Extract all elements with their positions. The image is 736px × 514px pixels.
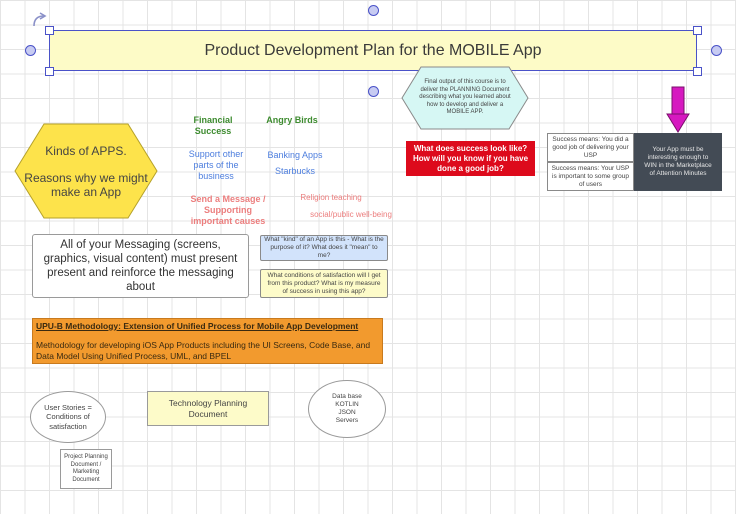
social-good-label[interactable]: social/public well-being bbox=[310, 210, 392, 219]
support-other-label[interactable]: Support other parts of the business bbox=[188, 148, 244, 181]
send-message-label[interactable]: Send a Message / Supporting important ca… bbox=[190, 193, 266, 226]
resize-handle-bl[interactable] bbox=[45, 67, 54, 76]
resize-handle-tl[interactable] bbox=[45, 26, 54, 35]
starbucks-label[interactable]: Starbucks bbox=[274, 166, 316, 176]
angry-birds-label[interactable]: Angry Birds bbox=[266, 115, 318, 125]
upu-heading: UPU-B Methodology: Extension of Unified … bbox=[36, 321, 359, 331]
final-output-text: Final output of this course is to delive… bbox=[419, 79, 511, 116]
kinds-of-apps-hexagon[interactable]: Kinds of APPS. Reasons why we might make… bbox=[14, 123, 158, 219]
interesting-app-box[interactable]: Your App must be interesting enough to W… bbox=[634, 133, 722, 191]
upu-methodology-box[interactable]: UPU-B Methodology: Extension of Unified … bbox=[32, 318, 383, 364]
success-usp-box-1[interactable]: Success means: You did a good job of del… bbox=[547, 133, 634, 162]
page-title: Product Development Plan for the MOBILE … bbox=[204, 41, 542, 59]
what-kind-note[interactable]: What "kind" of an App is this - What is … bbox=[260, 235, 388, 261]
connector-handle-bottom[interactable] bbox=[368, 86, 379, 97]
religion-teaching-label[interactable]: Religion teaching bbox=[300, 193, 362, 202]
hexagon-heading: Kinds of APPS. bbox=[45, 143, 127, 158]
project-planning-box[interactable]: Project Planning Document / Marketing Do… bbox=[60, 449, 112, 489]
banking-apps-label[interactable]: Banking Apps bbox=[267, 150, 323, 160]
upu-body: Methodology for developing iOS App Produ… bbox=[36, 340, 371, 361]
connector-handle-left[interactable] bbox=[25, 45, 36, 56]
connector-handle-top[interactable] bbox=[368, 5, 379, 16]
success-question-box[interactable]: What does success look like? How will yo… bbox=[406, 141, 535, 176]
undo-arrow-icon[interactable] bbox=[30, 10, 50, 30]
conditions-note[interactable]: What conditions of satisfaction will I g… bbox=[260, 269, 388, 298]
title-box[interactable]: Product Development Plan for the MOBILE … bbox=[49, 30, 697, 71]
resize-handle-tr[interactable] bbox=[693, 26, 702, 35]
messaging-box[interactable]: All of your Messaging (screens, graphics… bbox=[32, 234, 249, 298]
success-usp-box-2[interactable]: Success means: Your USP is important to … bbox=[547, 162, 634, 191]
financial-success-label[interactable]: Financial Success bbox=[193, 115, 233, 136]
hexagon-body: Reasons why we might make an App bbox=[24, 170, 148, 199]
connector-handle-right[interactable] bbox=[711, 45, 722, 56]
down-arrow-icon bbox=[666, 86, 690, 134]
database-ellipse[interactable]: Data base KOTLIN JSON Servers bbox=[308, 380, 386, 438]
tech-planning-box[interactable]: Technology Planning Document bbox=[147, 391, 269, 426]
final-output-hexagon[interactable]: Final output of this course is to delive… bbox=[401, 66, 529, 130]
user-stories-ellipse[interactable]: User Stories = Conditions of satisfactio… bbox=[30, 391, 106, 443]
resize-handle-br[interactable] bbox=[693, 67, 702, 76]
